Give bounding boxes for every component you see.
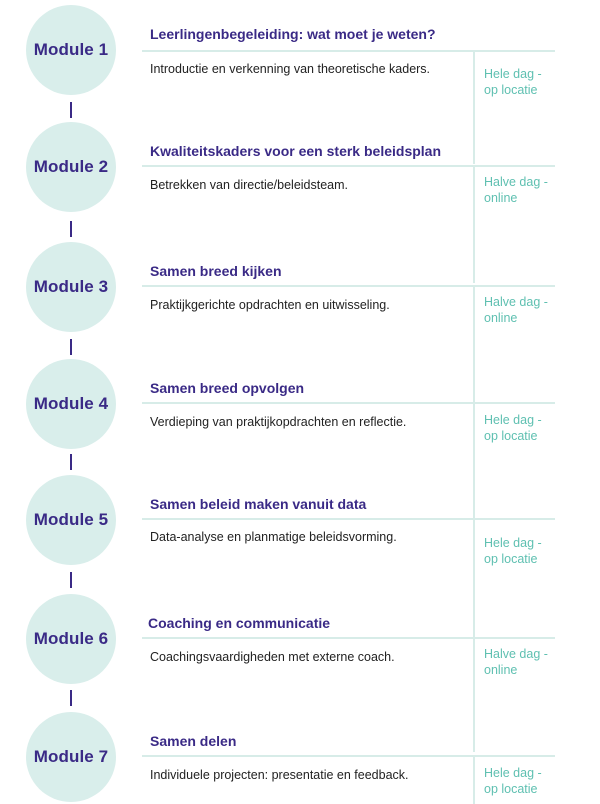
timeline-connector xyxy=(70,339,72,355)
module-circle: Module 5 xyxy=(26,475,116,565)
divider xyxy=(473,637,475,752)
divider xyxy=(473,755,475,804)
divider xyxy=(142,402,555,404)
format-line: op locatie xyxy=(484,429,538,443)
divider xyxy=(473,402,475,518)
timeline-connector xyxy=(70,454,72,470)
module-format: Halve dag - online xyxy=(484,294,564,326)
module-title: Samen delen xyxy=(150,733,237,749)
format-line: Halve dag - xyxy=(484,175,548,189)
divider xyxy=(473,285,475,402)
module-description: Coachingsvaardigheden met externe coach. xyxy=(150,650,395,664)
divider xyxy=(142,285,555,287)
module-title: Samen breed opvolgen xyxy=(150,380,305,396)
divider xyxy=(142,165,555,167)
module-format: Halve dag - online xyxy=(484,174,564,206)
format-line: op locatie xyxy=(484,552,538,566)
format-line: op locatie xyxy=(484,782,538,796)
format-line: Halve dag - xyxy=(484,647,548,661)
module-format: Hele dag - op locatie xyxy=(484,765,564,797)
module-title: Samen beleid maken vanuit data xyxy=(150,496,367,512)
format-line: Hele dag - xyxy=(484,536,542,550)
module-circle: Module 1 xyxy=(26,5,116,95)
format-line: Hele dag - xyxy=(484,67,542,81)
module-description: Verdieping van praktijkopdrachten en ref… xyxy=(150,415,407,429)
module-description: Introductie en verkenning van theoretisc… xyxy=(150,62,431,76)
module-description: Praktijkgerichte opdrachten en uitwissel… xyxy=(150,298,390,312)
timeline-connector xyxy=(70,102,72,118)
divider xyxy=(473,518,475,637)
format-line: Halve dag - xyxy=(484,295,548,309)
module-format: Hele dag - op locatie xyxy=(484,535,564,567)
module-description: Betrekken van directie/beleidsteam. xyxy=(150,178,349,192)
timeline-connector xyxy=(70,572,72,588)
module-title: Coaching en communicatie xyxy=(148,615,331,631)
divider xyxy=(142,637,555,639)
divider xyxy=(473,165,475,283)
module-format: Halve dag - online xyxy=(484,646,564,678)
divider xyxy=(142,50,555,52)
module-circle: Module 6 xyxy=(26,594,116,684)
module-title: Samen breed kijken xyxy=(150,263,282,279)
divider xyxy=(142,518,555,520)
timeline-connector xyxy=(70,221,72,237)
module-format: Hele dag - op locatie xyxy=(484,412,564,444)
format-line: online xyxy=(484,311,518,325)
format-line: online xyxy=(484,191,518,205)
format-line: Hele dag - xyxy=(484,413,542,427)
format-line: online xyxy=(484,663,518,677)
module-circle: Module 2 xyxy=(26,122,116,212)
divider xyxy=(142,755,555,757)
module-description: Individuele projecten: presentatie en fe… xyxy=(150,768,409,782)
module-circle: Module 7 xyxy=(26,712,116,802)
module-description: Data-analyse en planmatige beleidsvormin… xyxy=(150,530,397,544)
format-line: op locatie xyxy=(484,83,538,97)
module-title: Kwaliteitskaders voor een sterk beleidsp… xyxy=(150,143,442,159)
module-circle: Module 4 xyxy=(26,359,116,449)
module-format: Hele dag - op locatie xyxy=(484,66,564,98)
timeline-connector xyxy=(70,690,72,706)
divider xyxy=(473,50,475,164)
module-title: Leerlingenbegeleiding: wat moet je weten… xyxy=(150,26,436,42)
module-circle: Module 3 xyxy=(26,242,116,332)
format-line: Hele dag - xyxy=(484,766,542,780)
